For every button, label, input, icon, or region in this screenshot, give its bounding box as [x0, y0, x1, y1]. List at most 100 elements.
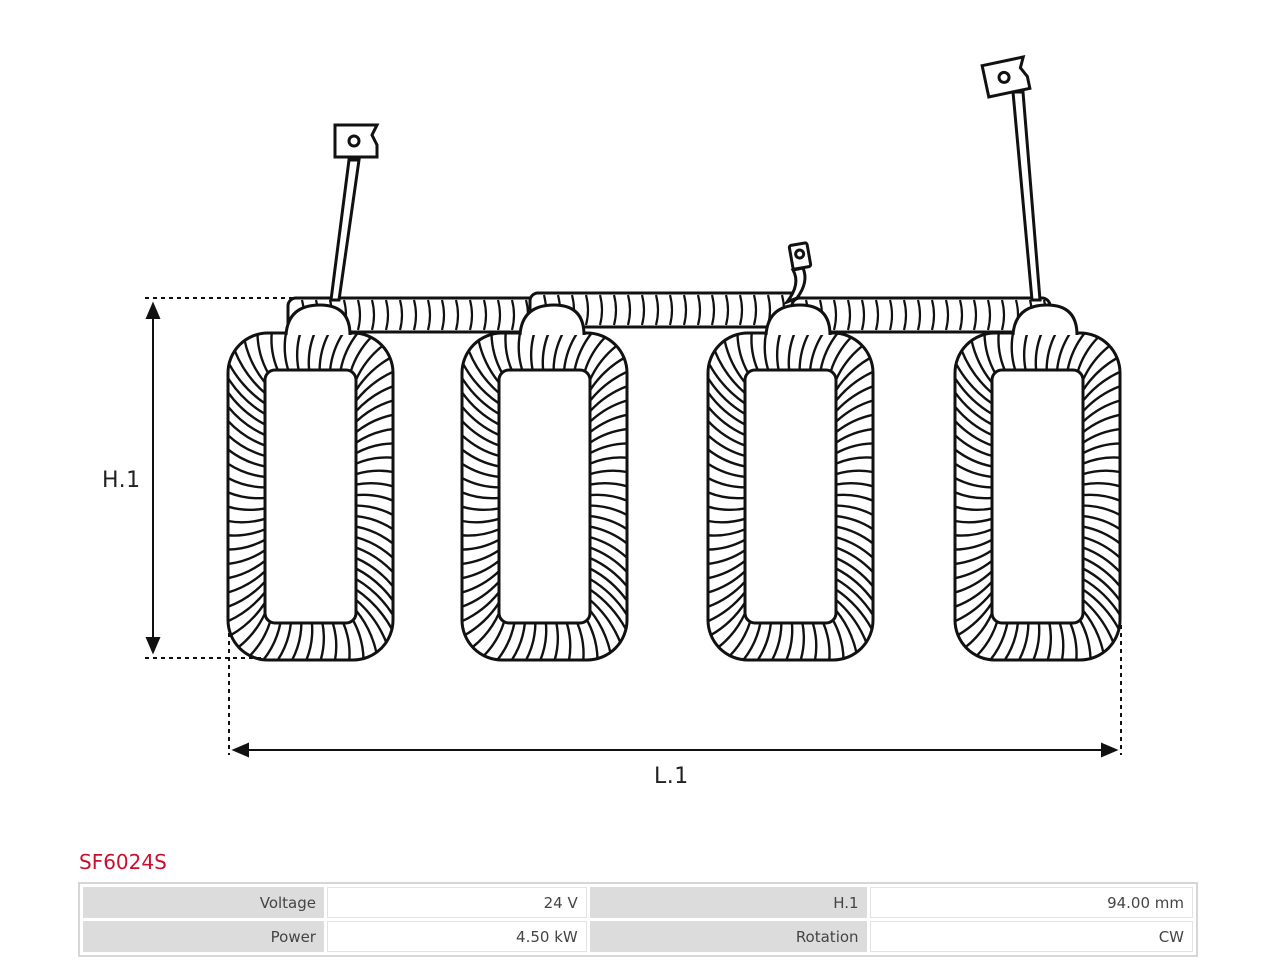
wire-winding-mark — [482, 299, 488, 331]
coil-winding-mark — [227, 491, 266, 500]
coil-winding-mark — [510, 622, 527, 661]
coil-winding-mark — [954, 549, 993, 566]
coil-winding-mark — [227, 505, 266, 512]
coil-winding-mark — [785, 622, 794, 661]
coil-winding-mark — [262, 622, 282, 661]
coil-winding-mark — [496, 622, 516, 661]
coil-winding-mark — [1081, 356, 1118, 391]
coil-winding-mark — [539, 622, 548, 661]
coil-winding-mark — [1082, 442, 1121, 455]
wire-winding-mark — [986, 299, 992, 331]
coil-winding-mark — [589, 456, 628, 465]
wire-winding-mark — [598, 294, 604, 326]
coil-winding-mark — [461, 505, 500, 512]
coil-winding-mark — [1076, 336, 1099, 372]
wire-winding-mark — [832, 299, 838, 331]
terminal-lead — [329, 158, 361, 302]
coil-winding-mark — [1082, 370, 1121, 402]
coil-winding-mark — [954, 570, 993, 594]
coil-winding-mark — [835, 370, 874, 402]
coil-winding-mark — [318, 332, 330, 371]
coil-winding-mark — [589, 481, 628, 488]
coil-winding-mark — [227, 420, 266, 447]
coil-winding-mark — [822, 622, 831, 661]
coil-winding-mark — [355, 588, 393, 630]
coil-winding-mark — [819, 332, 839, 371]
coil-winding-mark — [707, 448, 746, 468]
coil-winding-mark — [989, 622, 1009, 661]
coil-winding-mark — [227, 528, 266, 537]
coil-winding-mark — [291, 622, 303, 661]
coil-winding-mark — [464, 602, 501, 637]
coil-winding-mark — [307, 332, 316, 371]
coil-winding-mark — [529, 332, 536, 371]
spec-value: 24 V — [326, 887, 587, 918]
coil-winding-mark — [713, 350, 746, 395]
coil-winding-mark — [342, 622, 351, 661]
coil-winding-mark — [1082, 577, 1122, 616]
coil-winding-mark — [276, 622, 293, 661]
coil-winding-mark — [355, 442, 394, 455]
wire-winding-mark — [682, 294, 688, 326]
coil-winding-mark — [355, 504, 394, 516]
coil-winding-mark — [589, 577, 629, 616]
spec-key: Power — [83, 921, 324, 952]
coil-winding-mark — [787, 332, 796, 371]
coil-winding-mark — [835, 481, 874, 488]
coil-winding-mark — [710, 602, 747, 637]
coil-winding-mark — [954, 420, 993, 447]
coil-winding-mark — [707, 517, 746, 524]
coil-winding-mark — [589, 442, 628, 455]
coil-winding-mark — [707, 570, 746, 594]
coil-winding-mark — [954, 405, 993, 437]
terminal-right — [980, 55, 1042, 302]
wire-winding-mark — [930, 299, 936, 331]
coil-winding-mark — [835, 577, 875, 616]
coil-winding-mark — [227, 462, 266, 479]
wire-winding-mark — [944, 299, 950, 331]
coil-winding-mark — [1082, 567, 1121, 602]
coil-winding-mark — [461, 591, 500, 623]
coil-winding-mark — [471, 612, 501, 649]
wire-winding-mark — [510, 299, 516, 331]
coil-winding-mark — [339, 332, 359, 371]
coil-winding-mark — [354, 356, 391, 391]
coil-winding-mark — [835, 535, 874, 559]
coil-winding-mark — [1082, 399, 1121, 423]
coil-winding-mark — [355, 370, 394, 402]
coil-winding-mark — [461, 538, 500, 551]
coil-winding-mark — [565, 622, 572, 661]
wire-winding-mark — [724, 294, 730, 326]
coil-winding-mark — [835, 399, 874, 423]
coil-winding-mark — [1082, 609, 1105, 653]
wire-winding-mark — [370, 299, 376, 331]
coil-winding-mark — [355, 456, 394, 465]
coil-winding-mark — [461, 580, 500, 608]
terminal-hole — [794, 248, 806, 260]
coil-winding-mark — [243, 340, 266, 384]
spec-row: Power 4.50 kW Rotation CW — [83, 921, 1193, 952]
coil-winding-mark — [355, 427, 394, 444]
coil-winding-mark — [811, 622, 818, 661]
coil-winding-mark — [589, 469, 628, 476]
coil-winding-mark — [957, 602, 994, 637]
coil-winding-mark — [461, 462, 500, 479]
h1-arrowhead-top — [145, 301, 161, 319]
coil-winding-mark — [1082, 556, 1121, 588]
coil-winding-mark — [1045, 332, 1057, 371]
coil-winding-mark — [976, 621, 999, 657]
coil-winding-mark — [1082, 525, 1121, 545]
coil-winding-mark — [717, 612, 747, 649]
coil-winding-mark — [707, 591, 746, 623]
coil-winding-mark — [707, 505, 746, 512]
l1-arrowhead-left — [231, 742, 249, 758]
coil-winding-mark — [573, 332, 593, 371]
coil-winding-mark — [295, 332, 302, 371]
coil-winding-mark — [460, 377, 500, 416]
coil-winding-mark — [835, 588, 873, 630]
wire-winding-mark — [496, 299, 502, 331]
wire-winding-mark — [958, 299, 964, 331]
coil-winding-mark — [461, 517, 500, 524]
coil-winding-mark — [552, 332, 564, 371]
coil-winding-mark — [1082, 493, 1121, 502]
